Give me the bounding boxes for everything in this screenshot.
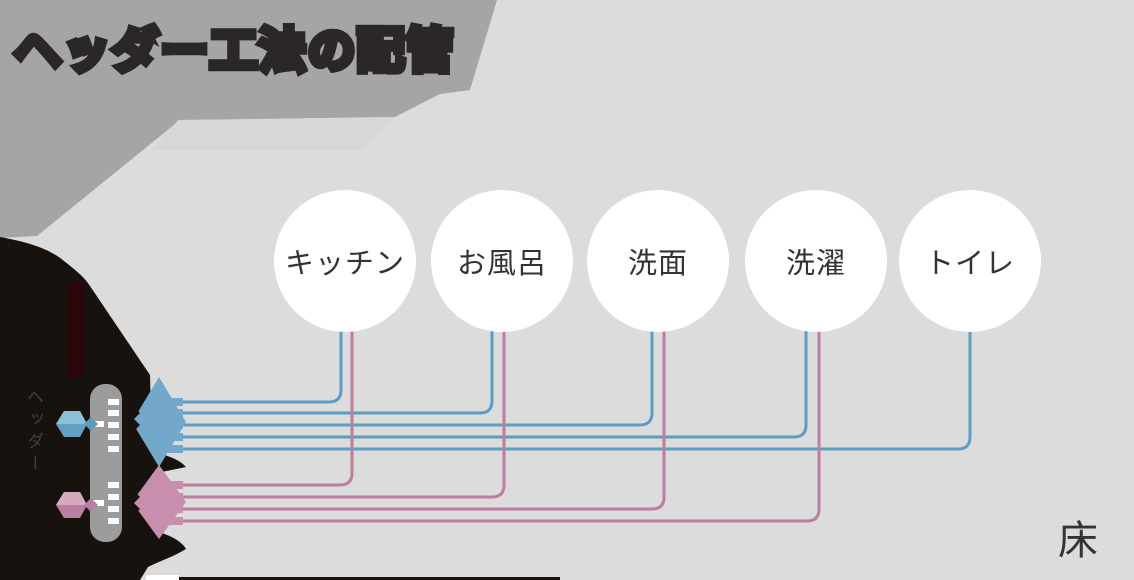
cold-pipe	[181, 331, 808, 439]
fixture-label: 洗濯	[785, 248, 846, 280]
bottom-dark-strip	[179, 577, 560, 580]
fixture-circle-toilet: トイレ	[899, 190, 1041, 332]
cold-pipe	[181, 331, 343, 404]
cold-pipe	[181, 331, 494, 415]
hot-inlet-icon	[56, 492, 98, 518]
manifold-gap-diamonds	[126, 395, 140, 528]
fixture-label: トイレ	[924, 248, 1015, 280]
hot-water-pipes	[181, 331, 821, 523]
page-title: ヘッダー工法の配管	[11, 21, 457, 81]
fixture-label: お風呂	[456, 248, 547, 280]
hot-pipe	[181, 331, 666, 511]
bottom-white-notch	[146, 575, 179, 580]
cold-cluster	[132, 377, 186, 467]
manifold-dashes	[93, 399, 119, 524]
fixture-circle-laundry: 洗濯	[745, 190, 887, 332]
fixture-circle-washbasin: 洗面	[587, 190, 729, 332]
header-vertical-label: ヘッダー	[24, 388, 43, 476]
hot-pipe	[181, 331, 821, 523]
fixture-label: キッチン	[284, 248, 405, 280]
fixture-circle-bath: お風呂	[431, 190, 573, 332]
cold-water-pipes	[181, 331, 972, 451]
hot-pipe	[181, 331, 506, 499]
floor-label: 床	[1058, 519, 1098, 563]
hot-cluster	[132, 465, 186, 539]
top-gray-band	[0, 0, 497, 238]
cold-inlet-icon	[56, 411, 98, 437]
fixture-circle-kitchen: キッチン	[274, 190, 416, 332]
band-shadow	[152, 118, 395, 150]
hot-pipe	[181, 331, 354, 487]
red-riser-pipe	[67, 282, 84, 377]
fixture-label: 洗面	[627, 248, 688, 280]
cold-pipe	[181, 331, 972, 451]
cold-pipe	[181, 331, 654, 427]
